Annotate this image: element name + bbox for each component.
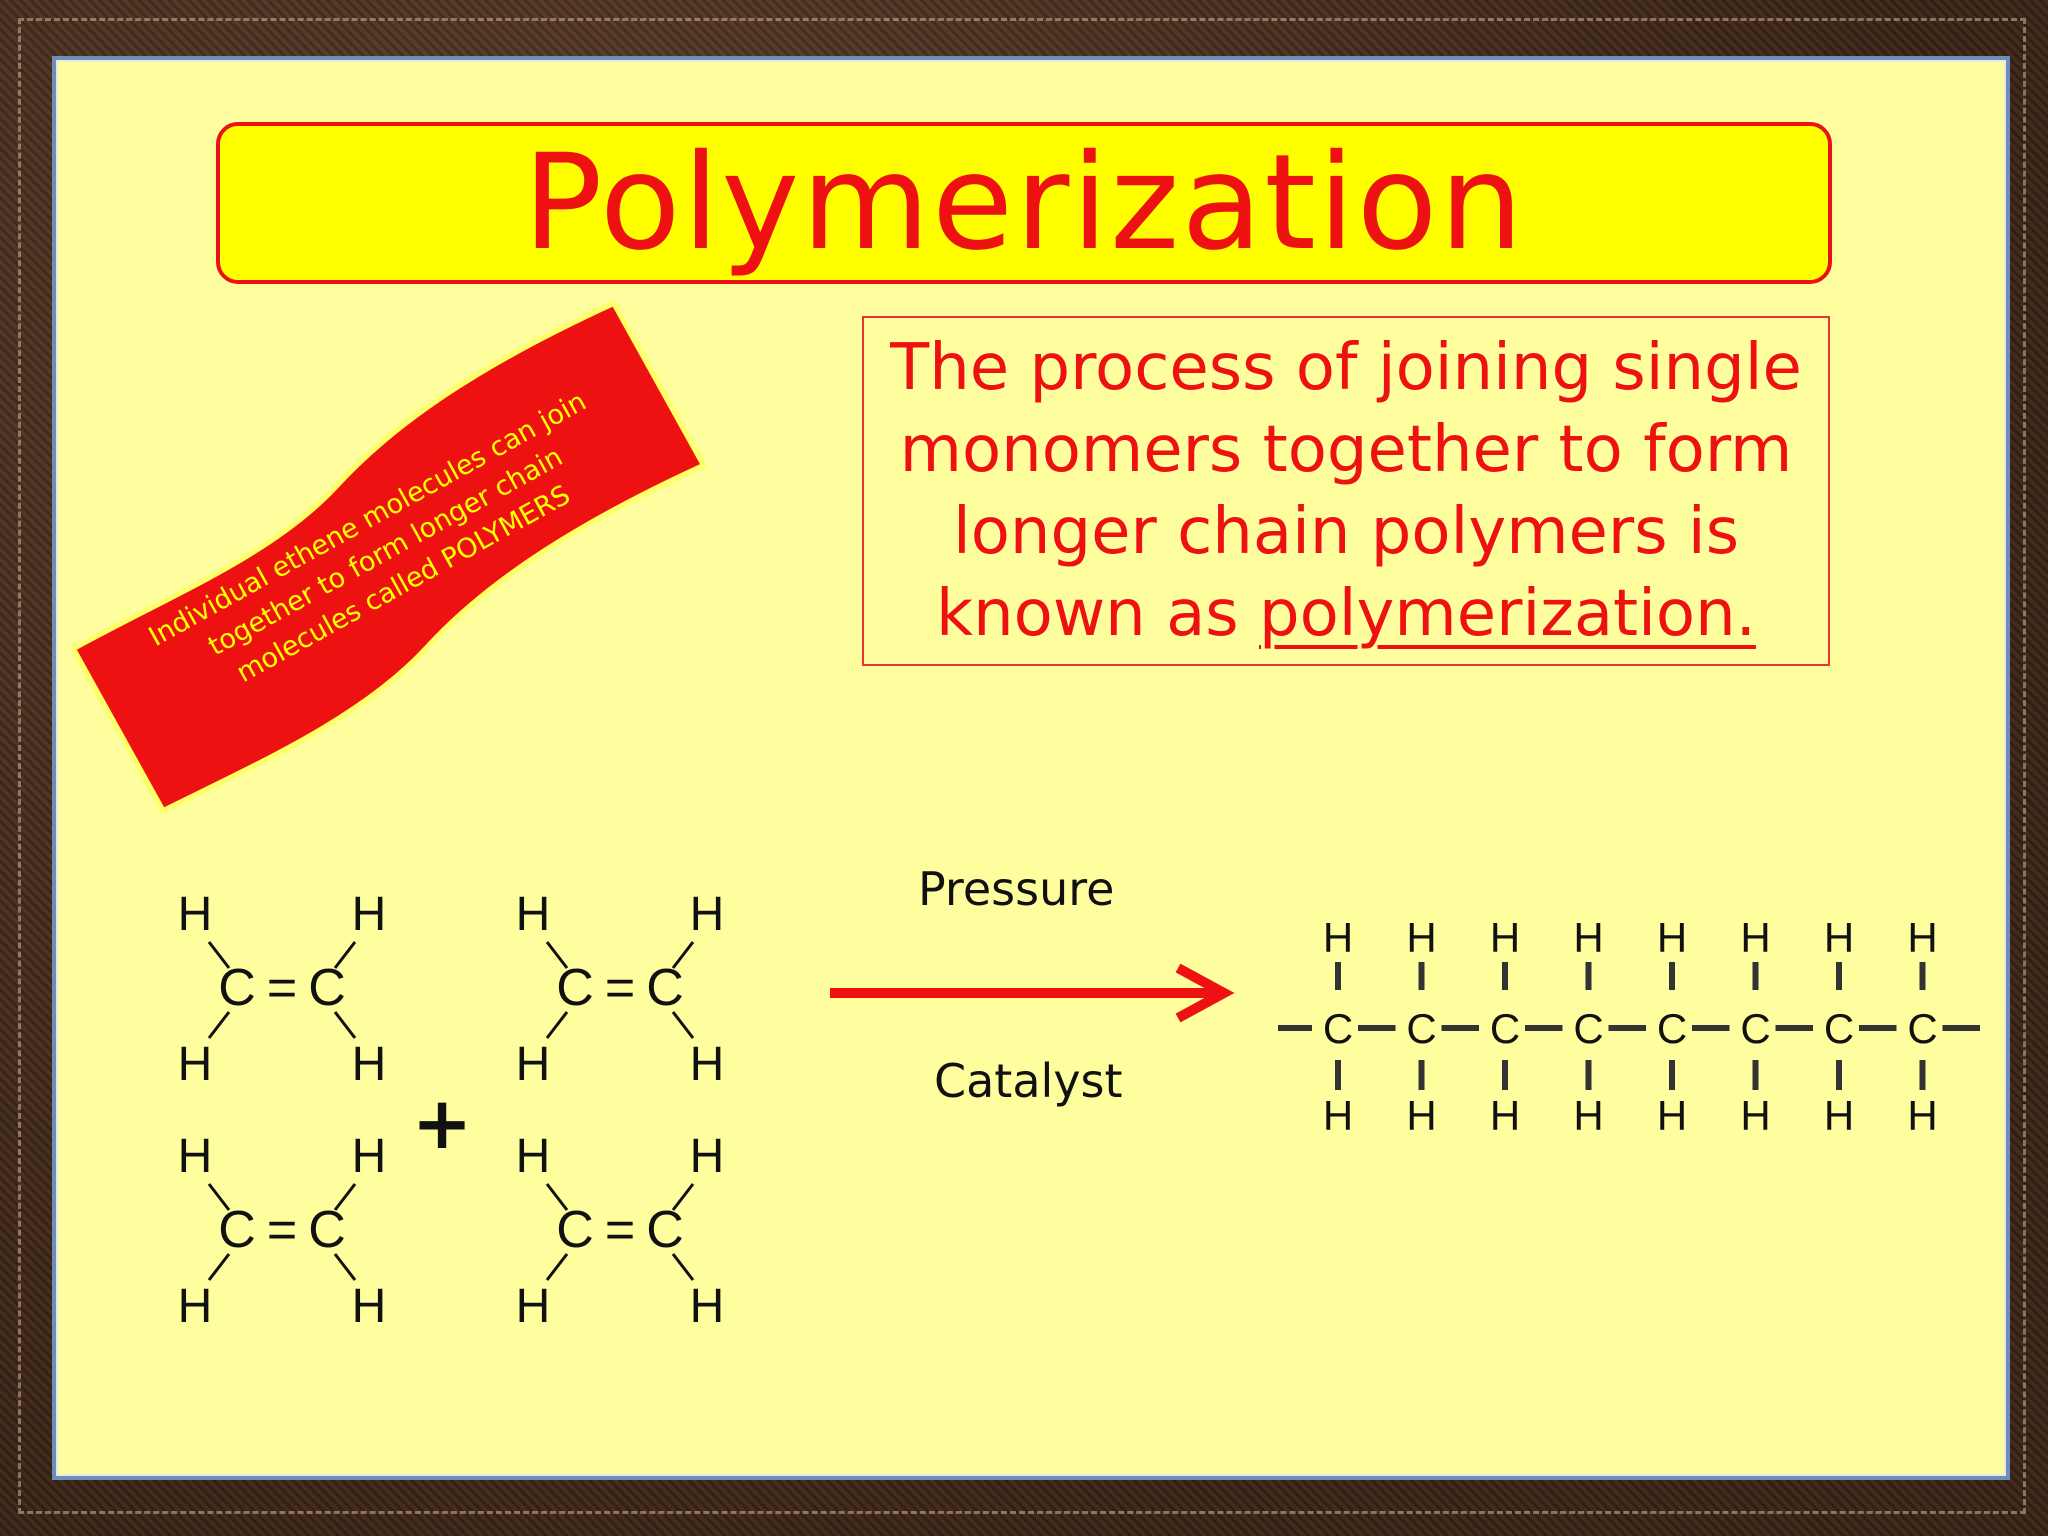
carbon-atom: C <box>1824 1005 1854 1052</box>
carbon-atom: C <box>1740 1005 1770 1052</box>
carbon-atom: C <box>646 959 684 1017</box>
hydrogen-atom: H <box>690 1280 725 1333</box>
hydrogen-atom: H <box>352 1280 387 1333</box>
hydrogen-atom: H <box>516 1130 551 1183</box>
single-bond <box>545 941 569 969</box>
hydrogen-atom: H <box>352 888 387 941</box>
definition-text: The process of joining single monomers t… <box>864 327 1828 655</box>
polymer-unit: H HC <box>1573 914 1646 1139</box>
single-bond <box>671 1011 695 1039</box>
reaction-arrow <box>830 963 1235 1023</box>
hydrogen-atom: H <box>1740 1092 1770 1139</box>
carbon-atom: C <box>556 1201 594 1259</box>
carbon-atom: C <box>308 959 346 1017</box>
hydrogen-atom: H <box>1824 1092 1854 1139</box>
polymer-unit: H HC <box>1907 914 1980 1139</box>
carbon-atom: C <box>1323 1005 1353 1052</box>
ribbon-shape <box>70 300 707 814</box>
hydrogen-atom: H <box>516 888 551 941</box>
polymer-unit: H HC <box>1824 914 1897 1139</box>
frame-stitching <box>18 18 2026 1514</box>
hydrogen-atom: H <box>1657 1092 1687 1139</box>
hydrogen-atom: H <box>516 1038 551 1091</box>
single-bond <box>545 1011 569 1039</box>
single-bond <box>207 941 231 969</box>
carbon-atom: C <box>646 1201 684 1259</box>
carbon-atom: C <box>556 959 594 1017</box>
hydrogen-atom: H <box>1490 1092 1520 1139</box>
hydrogen-atom: H <box>178 1038 213 1091</box>
double-bond: = <box>267 1201 297 1259</box>
polymer-unit: H HC <box>1740 914 1813 1139</box>
hydrogen-atom: H <box>690 1038 725 1091</box>
carbon-atom: C <box>1573 1005 1603 1052</box>
plus-sign: + <box>412 1081 472 1165</box>
double-bond: = <box>267 959 297 1017</box>
hydrogen-atom: H <box>1907 914 1937 961</box>
hydrogen-atom: H <box>178 1130 213 1183</box>
hydrogen-atom: H <box>1657 914 1687 961</box>
carbon-atom: C <box>1907 1005 1937 1052</box>
hydrogen-atom: H <box>1907 1092 1937 1139</box>
polymer-unit: H HC <box>1406 914 1479 1139</box>
single-bond <box>333 1011 357 1039</box>
single-bond <box>207 1253 231 1281</box>
single-bond <box>333 1253 357 1281</box>
hydrogen-atom: H <box>352 1130 387 1183</box>
carbon-atom: C <box>218 1201 256 1259</box>
carbon-atom: C <box>218 959 256 1017</box>
carbon-atom: C <box>1406 1005 1436 1052</box>
polymer-unit: H HC <box>1490 914 1563 1139</box>
hydrogen-atom: H <box>178 1280 213 1333</box>
hydrogen-atom: H <box>690 1130 725 1183</box>
single-bond <box>671 1253 695 1281</box>
hydrogen-atom: H <box>1824 914 1854 961</box>
single-bond <box>545 1253 569 1281</box>
polymer-unit: H HC <box>1323 914 1396 1139</box>
slide-canvas <box>52 56 2010 1480</box>
double-bond: = <box>605 959 635 1017</box>
hydrogen-atom: H <box>1323 914 1353 961</box>
hydrogen-atom: H <box>178 888 213 941</box>
hydrogen-atom: H <box>1323 1092 1353 1139</box>
single-bond <box>671 1183 695 1211</box>
arrow-label-pressure: Pressure <box>918 862 1115 916</box>
hydrogen-atom: H <box>352 1038 387 1091</box>
single-bond <box>545 1183 569 1211</box>
definition-body: The process of joining single monomers t… <box>890 331 1802 651</box>
polymer-unit: H HC <box>1657 914 1730 1139</box>
hydrogen-atom: H <box>1406 914 1436 961</box>
definition-box: The process of joining single monomers t… <box>862 316 1830 666</box>
hydrogen-atom: H <box>1490 914 1520 961</box>
single-bond <box>671 941 695 969</box>
carbon-atom: C <box>308 1201 346 1259</box>
slide-title: Polymerization <box>522 126 1526 280</box>
definition-term: polymerization. <box>1258 577 1756 651</box>
double-bond: = <box>605 1201 635 1259</box>
arrow-label-catalyst: Catalyst <box>934 1054 1123 1108</box>
title-banner <box>216 122 1832 284</box>
single-bond <box>333 941 357 969</box>
hydrogen-atom: H <box>1740 914 1770 961</box>
carbon-atom: C <box>1657 1005 1687 1052</box>
carbon-atom: C <box>1490 1005 1520 1052</box>
hydrogen-atom: H <box>1573 914 1603 961</box>
ribbon-banner: Individual ethene molecules can join tog… <box>70 300 707 814</box>
single-bond <box>207 1183 231 1211</box>
hydrogen-atom: H <box>1406 1092 1436 1139</box>
hydrogen-atom: H <box>690 888 725 941</box>
single-bond <box>333 1183 357 1211</box>
hydrogen-atom: H <box>1573 1092 1603 1139</box>
single-bond <box>207 1011 231 1039</box>
hydrogen-atom: H <box>516 1280 551 1333</box>
